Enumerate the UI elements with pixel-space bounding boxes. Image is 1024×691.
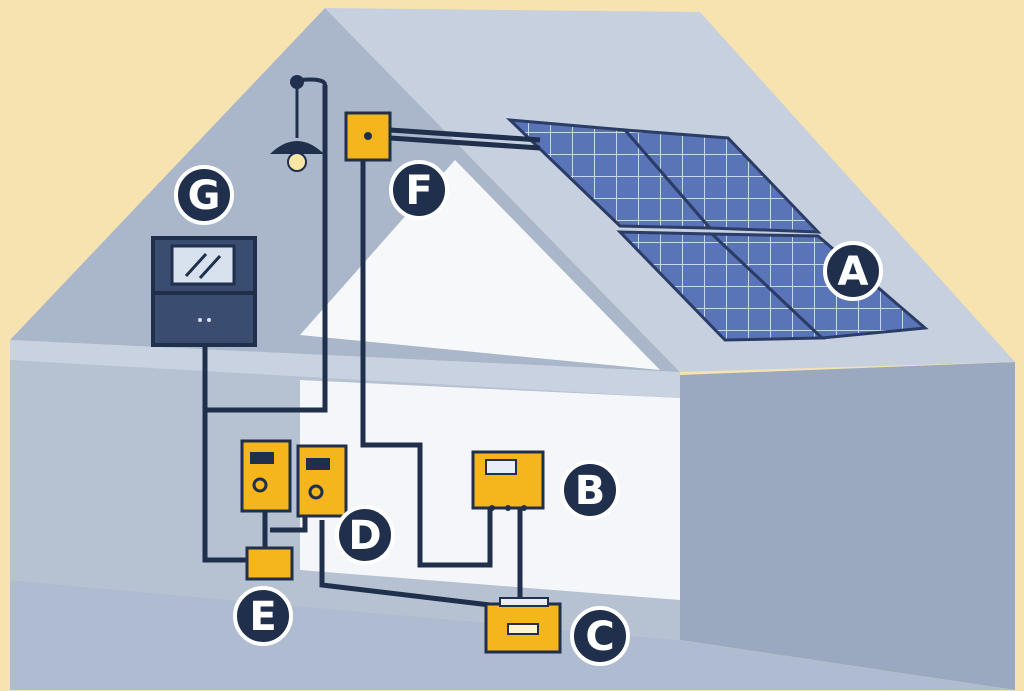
battery-icon [484,597,562,654]
label-G: G [174,165,234,225]
label-C-text: C [585,614,614,660]
charge-controller-icon [471,450,545,511]
label-E-text: E [249,594,276,640]
label-G-text: G [188,173,221,219]
label-F: F [389,160,449,220]
label-A-text: A [838,249,869,295]
label-B-text: B [575,468,606,514]
label-D: D [335,505,395,565]
attic-interior [300,160,660,370]
solar-panel-2 [621,128,822,234]
house-shell [10,8,1015,690]
label-D-text: D [348,513,381,559]
roof-junction-box-icon [344,111,392,162]
label-B: B [560,460,620,520]
label-C: C [570,606,630,666]
inverter-icon [240,439,348,518]
ceiling-divider [10,340,680,398]
right-wall [680,362,1015,690]
label-E: E [233,586,293,646]
solar-panel-icon [505,118,929,342]
junction-box-icon [245,546,294,581]
label-F-text: F [405,168,432,214]
appliance-icon [151,236,257,347]
label-A: A [823,241,883,301]
ceiling-lamp-icon [270,75,327,172]
solar-panel-4 [708,232,929,340]
